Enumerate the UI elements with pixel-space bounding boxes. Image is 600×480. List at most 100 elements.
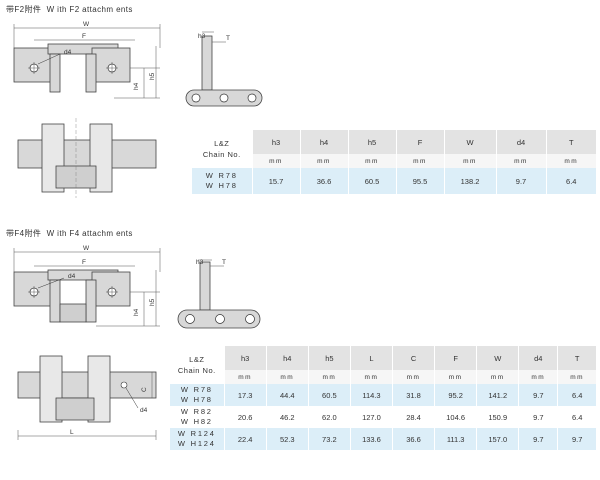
f4-model-name: W R82: [180, 407, 213, 416]
f2-col-header: h4: [300, 130, 349, 154]
f2-spec-table: L&Z Chain No. h3 h4 h5 F W d4 T mm mm mm…: [192, 130, 596, 194]
f2-corner-cell: L&Z Chain No.: [192, 130, 253, 168]
f4-value-cell: 9.7: [557, 428, 596, 450]
f4-col-header: C: [392, 346, 436, 370]
f4-value-cell: 111.3: [434, 428, 478, 450]
f2-value-cell: 95.5: [396, 168, 445, 194]
f2-unit-cell: mm: [546, 154, 596, 168]
f4-unit-cell: mm: [434, 370, 478, 384]
f4-unit-cell: mm: [518, 370, 559, 384]
f4-value-cell: 150.9: [476, 406, 520, 428]
f2-model-cell: W R78 W H78: [192, 168, 253, 194]
f2-unit-cell: mm: [496, 154, 547, 168]
f4-col-header: T: [557, 346, 596, 370]
f2-unit-cell: mm: [252, 154, 301, 168]
f2-dim-t: T: [226, 35, 230, 42]
f4-model-name: W R78: [180, 385, 213, 394]
f4-unit-cell: mm: [392, 370, 436, 384]
f2-col-header: h5: [348, 130, 397, 154]
f4-unit-cell: mm: [224, 370, 267, 384]
f4-value-cell: 95.2: [434, 384, 478, 406]
f4-col-header: L: [350, 346, 394, 370]
f4-dim-d4-b: d4: [140, 407, 148, 414]
f2-model-name: W H78: [205, 181, 238, 190]
f2-table-row: W R78 W H78 15.7 36.6 60.5 95.5 138.2 9.…: [192, 168, 596, 194]
f4-model-name: W H82: [180, 417, 213, 426]
f4-value-cell: 17.3: [224, 384, 267, 406]
f2-value-cell: 15.7: [252, 168, 301, 194]
f4-dim-h5: h5: [149, 298, 156, 306]
f2-unit-cell: mm: [444, 154, 497, 168]
f4-col-header: h5: [308, 346, 351, 370]
f4-col-header: h3: [224, 346, 267, 370]
f2-bottom-drawing: [17, 118, 157, 198]
f2-dim-w: W: [83, 21, 90, 28]
f2-front-drawing: W F d4 h4 h5: [13, 21, 161, 99]
f4-value-cell: 9.7: [518, 428, 559, 450]
f4-unit-cell: mm: [266, 370, 309, 384]
f2-dim-h3: h3: [198, 33, 206, 40]
f4-value-cell: 36.6: [392, 428, 436, 450]
f4-value-cell: 157.0: [476, 428, 520, 450]
f4-front-drawing: W F d4 h4 h5: [13, 245, 161, 327]
f4-dim-l: L: [70, 429, 74, 436]
f2-value-cell: 6.4: [546, 168, 596, 194]
f4-value-cell: 9.7: [518, 406, 559, 428]
f4-unit-cell: mm: [350, 370, 394, 384]
f2-col-header: h3: [252, 130, 301, 154]
f2-dim-h4: h4: [133, 82, 140, 90]
f4-value-cell: 141.2: [476, 384, 520, 406]
f4-model-name: W H78: [180, 395, 213, 404]
f4-value-cell: 9.7: [518, 384, 559, 406]
f4-value-cell: 22.4: [224, 428, 267, 450]
f4-model-name: W R124: [177, 429, 216, 438]
f4-col-header: h4: [266, 346, 309, 370]
f4-side-drawing: h3 T: [177, 259, 261, 329]
f4-unit-cell: mm: [476, 370, 520, 384]
f2-corner-lz: L&Z: [214, 139, 230, 148]
f4-model-cell: W R78 W H78: [170, 384, 225, 406]
f2-value-cell: 9.7: [496, 168, 547, 194]
f2-col-header: F: [396, 130, 445, 154]
f4-value-cell: 104.6: [434, 406, 478, 428]
f4-value-cell: 52.3: [266, 428, 309, 450]
f2-unit-cell: mm: [348, 154, 397, 168]
f2-value-cell: 36.6: [300, 168, 349, 194]
f2-value-cell: 138.2: [444, 168, 497, 194]
f2-col-header: T: [546, 130, 596, 154]
f4-model-name: W H124: [177, 439, 216, 448]
f4-dim-h4: h4: [133, 308, 140, 316]
f4-value-cell: 31.8: [392, 384, 436, 406]
section-f4-title: 带F4附件 W ith F4 attachm ents: [6, 229, 133, 238]
f4-value-cell: 46.2: [266, 406, 309, 428]
f4-corner-cell: L&Z Chain No.: [170, 346, 225, 384]
f2-dim-d4: d4: [64, 49, 72, 56]
f4-value-cell: 133.6: [350, 428, 394, 450]
f4-value-cell: 20.6: [224, 406, 267, 428]
f4-dim-d4: d4: [68, 273, 76, 280]
f4-unit-cell: mm: [557, 370, 596, 384]
f2-col-header: d4: [496, 130, 547, 154]
f4-model-cell: W R124 W H124: [170, 428, 225, 450]
f2-col-header: W: [444, 130, 497, 154]
section-f2-title: 带F2附件 W ith F2 attachm ents: [6, 5, 133, 14]
f4-value-cell: 114.3: [350, 384, 394, 406]
f4-unit-cell: mm: [308, 370, 351, 384]
f2-corner-chain: Chain No.: [202, 150, 241, 159]
f4-table-row: W R82 W H82 20.6 46.2 62.0 127.0 28.4 10…: [170, 406, 596, 428]
f2-dim-f: F: [82, 33, 86, 40]
f2-unit-cell: mm: [396, 154, 445, 168]
f4-bottom-drawing: d4 C L: [17, 355, 157, 440]
f4-value-cell: 73.2: [308, 428, 351, 450]
f4-value-cell: 6.4: [557, 406, 596, 428]
f4-value-cell: 28.4: [392, 406, 436, 428]
f4-col-header: d4: [518, 346, 559, 370]
f4-value-cell: 60.5: [308, 384, 351, 406]
f4-value-cell: 6.4: [557, 384, 596, 406]
f4-corner-chain: Chain No.: [177, 366, 216, 375]
f2-value-cell: 60.5: [348, 168, 397, 194]
f4-value-cell: 127.0: [350, 406, 394, 428]
f4-dim-c: C: [141, 387, 148, 392]
f2-side-drawing: h3 T: [185, 31, 263, 107]
f2-dim-h5: h5: [149, 72, 156, 80]
